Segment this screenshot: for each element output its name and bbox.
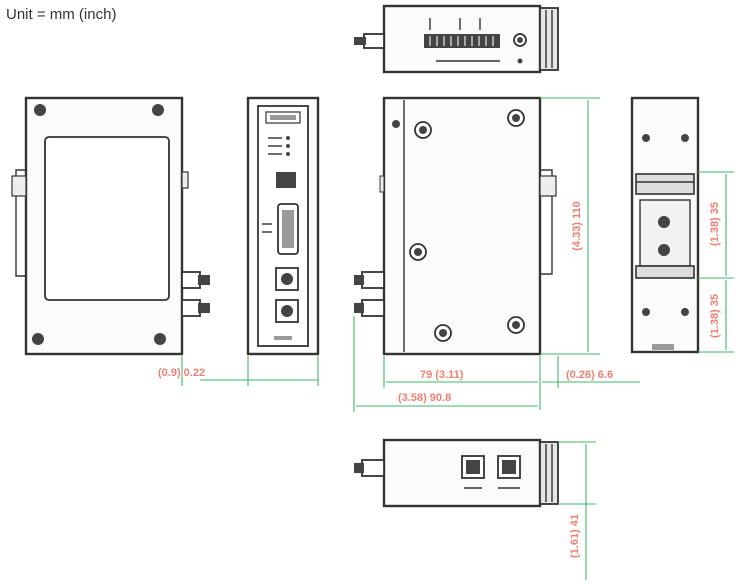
dim-front-height: (4.33) 110 [571, 201, 583, 251]
fiber-connector-icon [361, 459, 385, 477]
screw-hole-icon [154, 333, 166, 345]
unit-title: Unit = mm (inch) [6, 6, 117, 23]
panel-view [246, 96, 320, 356]
top-view-end-cap [539, 7, 559, 71]
side-label-panel [44, 136, 170, 301]
din-clip [15, 169, 26, 277]
left-side-view [11, 96, 210, 356]
fiber-connector-icon [181, 299, 201, 317]
screw-hole-icon [642, 308, 650, 316]
screw-hole-icon [32, 333, 44, 345]
right-side-body [382, 96, 542, 356]
fiber-connector-icon [363, 33, 385, 49]
dim-side-left-protrusion: (0.9) 0.22 [158, 367, 205, 379]
fiber-connector-icon [181, 271, 201, 289]
din-rail-clip-bottom [635, 265, 695, 279]
din-rail-clip-top [635, 173, 695, 195]
fiber-connector-icon [361, 271, 385, 289]
dim-rail-lower: (1.38) 35 [709, 294, 721, 338]
dim-front-width: 79 (3.11) [420, 369, 464, 381]
screw-hole-icon [658, 216, 670, 228]
screw-hole-icon [517, 58, 523, 64]
dip-switch [276, 172, 296, 188]
fiber-connector-icon [361, 299, 385, 317]
dimension-labels: (0.9) 0.22 79 (3.11) (3.58) 90.8 (0.26) … [158, 201, 721, 558]
screw-hole-icon [392, 120, 400, 128]
bottom-view [354, 438, 559, 508]
rail-view [630, 96, 700, 354]
dim-rail-upper: (1.38) 35 [709, 202, 721, 246]
dimension-lines [181, 97, 734, 580]
terminal-block [424, 34, 500, 48]
dim-front-right-protrusion: (0.26) 6.6 [566, 369, 613, 381]
dim-front-depth-total: (3.58) 90.8 [398, 392, 451, 404]
right-side-view [354, 96, 557, 356]
screw-hole-icon [681, 308, 689, 316]
screw-hole-icon [658, 244, 670, 256]
top-view [354, 4, 559, 74]
screw-hole-icon [152, 104, 164, 116]
screw-hole-icon [34, 104, 46, 116]
screw-hole-icon [642, 134, 650, 142]
dim-bottom-height: (1.61) 41 [569, 514, 581, 558]
screw-hole-icon [681, 134, 689, 142]
din-clip [540, 169, 553, 275]
